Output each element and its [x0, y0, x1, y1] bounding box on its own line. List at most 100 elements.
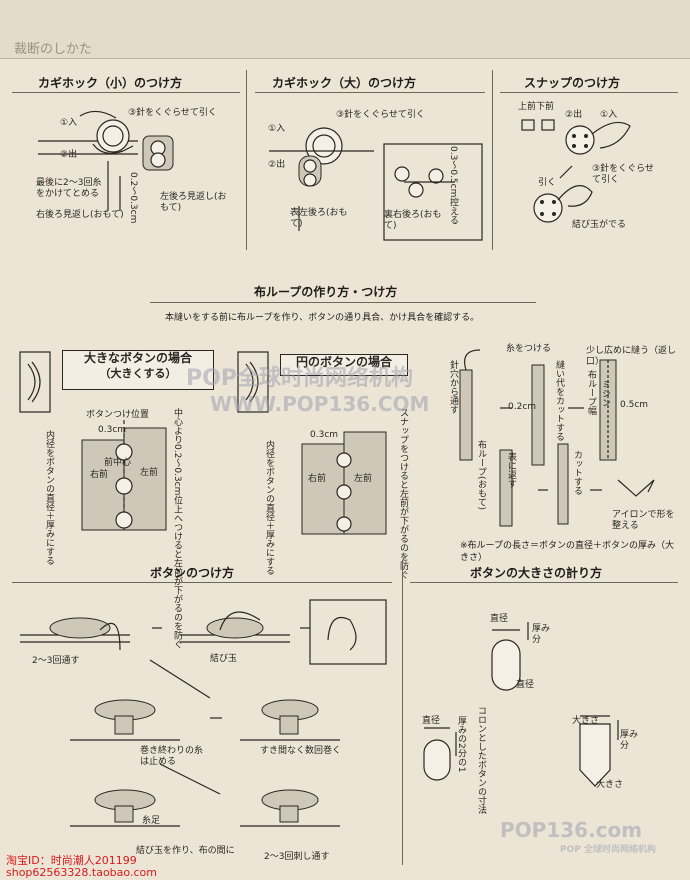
turn-label: 表に返す — [506, 452, 516, 488]
divider — [12, 92, 240, 93]
center-note-label: 中心より0.2～0.3cm位上へつけると左前が下がるのを防ぐ — [172, 408, 182, 649]
formula-label: ※布ループの長さ＝ボタンの直径＋ボタンの厚み（大きさ） — [460, 541, 675, 563]
loop-subtitle: 本縫いをする前に布ループを作り、ボタンの通り具合、かけ具合を確認する。 — [165, 313, 480, 323]
snap-pull: 引く — [538, 178, 557, 188]
button-size-title: ボタンの大きさの計り方 — [470, 566, 603, 580]
divider — [246, 70, 247, 250]
header-band: 裁断のしかた — [0, 0, 690, 59]
round-note-label: コロンとしたボタンの寸法 — [476, 706, 486, 814]
cm02-label: 0.2cm — [508, 402, 537, 412]
diameter-label-2: 直径 — [516, 680, 535, 690]
round-button-title: 円のボタンの場合 — [295, 355, 392, 369]
snap-step3: ③針をくぐらせて引く — [592, 164, 654, 185]
shank-label: 糸足 — [142, 816, 161, 826]
large-button-box: 大きなボタンの場合 （大きくする） — [62, 350, 214, 390]
back-stitch-label: 少し広めに縫う（返し口） — [586, 346, 677, 367]
thickness-label: 厚み分 — [532, 624, 551, 645]
hook-large-left-back: 表左後ろ(おもて) — [290, 208, 348, 229]
snap-knot: 結び玉がでる — [572, 220, 627, 230]
wind-label: すき間なく数回巻く — [260, 746, 342, 756]
button-pos-label: ボタンつけ位置 — [86, 410, 150, 420]
hook-small-last-stitch: 最後に2～3回糸をかけてとめる — [36, 178, 102, 199]
knot-label: 結び玉 — [210, 654, 238, 664]
pierce-label: 2～3回刺し通す — [264, 852, 330, 862]
large-button-fabric-diagram — [81, 420, 167, 531]
round-button-box: 円のボタンの場合 — [280, 354, 408, 376]
snap-illustration — [521, 119, 631, 223]
snap-step1: ①入 — [600, 110, 618, 120]
divider — [410, 582, 678, 583]
size-label: 大きさ — [572, 716, 600, 726]
seam-note-label: 内径をボタンの直径＋厚みにする — [44, 430, 54, 565]
hook-large-step3: ③針をくぐらせて引く — [336, 110, 425, 120]
loop-width-label: 布ループ幅 — [586, 370, 596, 415]
round-button-fabric-diagram — [301, 431, 387, 535]
footer-shop-url[interactable]: shop62563328.taobao.com — [6, 866, 157, 879]
hook-small-illustration — [38, 110, 174, 211]
diameter-label-3: 直径 — [422, 716, 441, 726]
hook-large-right-back: 裏右後ろ(おもて) — [384, 210, 442, 231]
divider — [150, 302, 536, 303]
cut-label: カットする — [572, 450, 582, 495]
half-thickness-label: 厚みの2分の1 — [456, 716, 466, 773]
cm05-label: 0.5cm — [620, 400, 649, 410]
large-button-title: 大きなボタンの場合 — [83, 351, 192, 365]
header-title: 裁断のしかた — [14, 42, 93, 57]
thread-label: 糸をつける — [506, 344, 552, 354]
right-front-round: 右前 — [308, 474, 327, 484]
loop-bracket-icon — [237, 351, 269, 413]
left-front-round: 左前 — [354, 474, 373, 484]
divider — [500, 92, 678, 93]
cut-margin-label: 縫い代をカットする — [554, 360, 564, 441]
divider — [12, 582, 392, 583]
button-attach-illustration — [20, 599, 387, 827]
seam-note-round: 内径をボタンの直径＋厚みにする — [264, 440, 274, 575]
hook-large-illustration — [269, 127, 483, 241]
knot-note-label: 結び玉を作り、布の間に — [136, 846, 235, 856]
snap-top-front: 上前下前 — [518, 102, 555, 112]
thickness-label-2: 厚み分 — [620, 730, 639, 751]
hook-small-step2: ②出 — [60, 150, 78, 160]
through-23-label: 2～3回通す — [32, 656, 80, 666]
center-front-label: 前中心 — [104, 458, 132, 468]
watermark-url: WWW.POP136.COM — [210, 392, 430, 416]
loop-bracket-icon — [19, 351, 51, 413]
snap-note-label: スナップをつけると左前が下がるのを防ぐ — [398, 408, 408, 579]
diameter-label: 直径 — [490, 614, 509, 624]
snap-title: スナップのつけ方 — [524, 76, 621, 90]
hook-large-step2: ②出 — [268, 160, 286, 170]
button-attach-title: ボタンのつけ方 — [150, 566, 235, 580]
left-front-label: 左前 — [140, 468, 159, 478]
button-size-illustration — [423, 622, 619, 787]
loop-steps-illustration — [459, 349, 655, 527]
hook-large-step1: ①入 — [268, 124, 286, 134]
cm03-label-round: 0.3cm — [310, 430, 339, 440]
loop-title: 布ループの作り方・つけ方 — [254, 285, 398, 299]
size-label-2: 大きさ — [596, 780, 624, 790]
finish-label: 巻き終わりの糸は止める — [140, 746, 204, 767]
watermark-logo: POP136.com — [500, 818, 643, 842]
watermark-logo-sub: POP 全球时尚网络机构 — [560, 845, 656, 855]
large-button-sub: （大きくする） — [99, 367, 177, 380]
hook-large-title: カギホック（大）のつけ方 — [272, 76, 417, 90]
hook-small-step1: ①入 — [60, 118, 78, 128]
footer-shop-id: 淘宝ID：时尚潮人201199 — [6, 854, 137, 867]
hook-small-measure: 0.2～0.3cm — [128, 172, 138, 224]
hook-small-left-back: 左後ろ見返し(おもて) — [160, 192, 227, 213]
divider — [255, 92, 485, 93]
hook-small-title: カギホック（小）のつけ方 — [38, 76, 183, 90]
watermark-main: POP全球时尚网络机构 — [186, 366, 413, 391]
hook-small-right-back: 右後ろ見返し(おもて) — [36, 210, 124, 220]
hook-small-step3: ③針をくぐらせて引く — [128, 108, 217, 118]
divider — [492, 70, 493, 250]
snap-step2: ②出 — [565, 110, 583, 120]
loop-front-label: 布ループ(おもて) — [476, 440, 486, 511]
hook-large-measure: 0.3～0.5cm控える — [448, 146, 458, 225]
through-label: 針穴から通す — [448, 360, 458, 414]
iron-label: アイロンで形を整える — [612, 510, 675, 531]
right-front-label: 右前 — [90, 470, 109, 480]
divider — [402, 560, 403, 865]
machine-label: ミシン — [600, 380, 610, 407]
cm03-label: 0.3cm — [98, 425, 127, 435]
